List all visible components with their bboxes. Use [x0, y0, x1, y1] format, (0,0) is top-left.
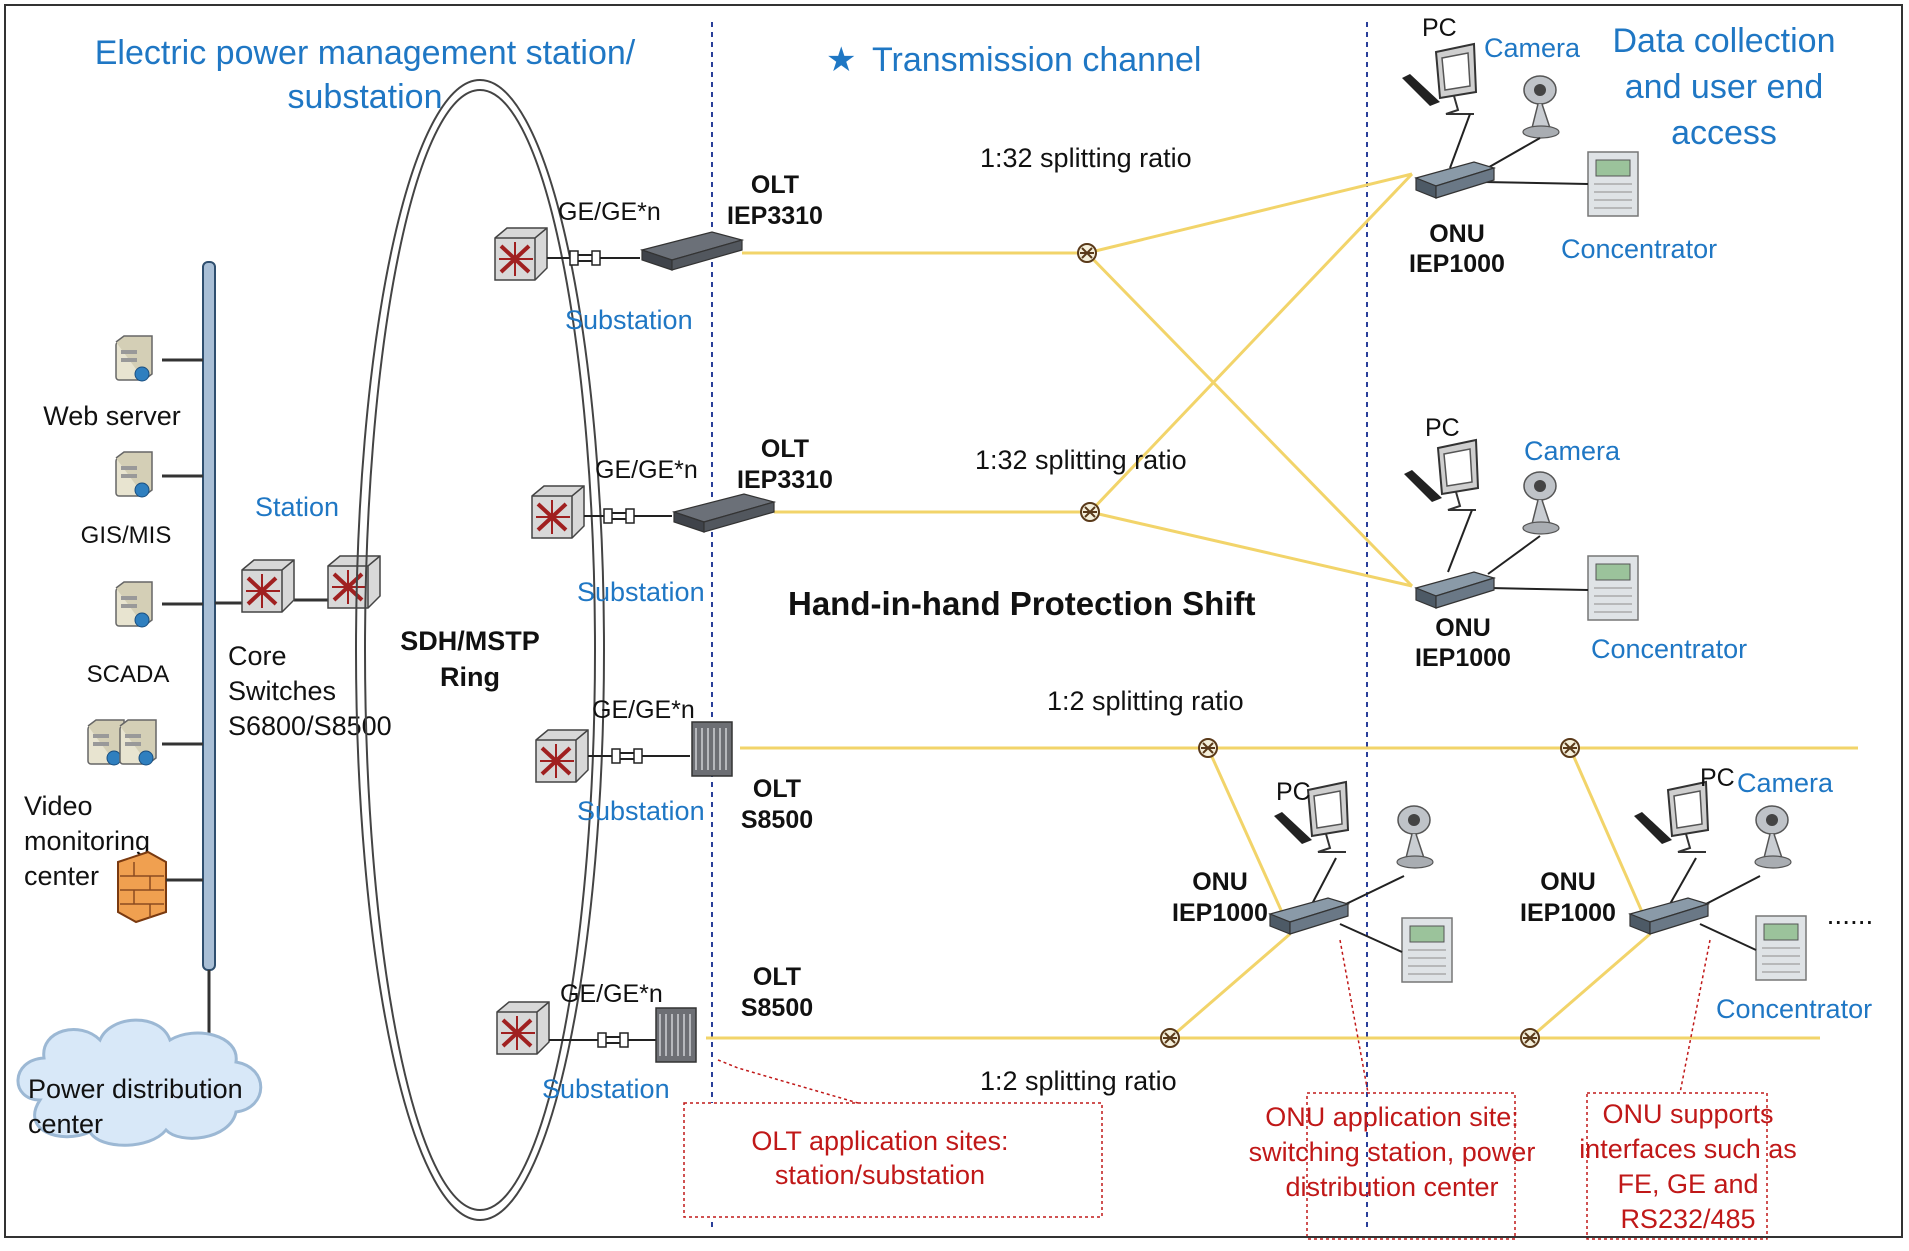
- olt-label-3-line2: S8500: [741, 806, 813, 834]
- camera-label: Camera: [1737, 768, 1834, 798]
- splitting-ratio-label: 1:2 splitting ratio: [1047, 686, 1244, 716]
- station-label: Station: [255, 492, 339, 522]
- olt-sites-callout: [683, 1059, 1103, 1218]
- left-title-line1: Electric power management station/: [95, 34, 636, 72]
- onu-label-line2: IEP1000: [1415, 644, 1511, 672]
- substation-label: Substation: [577, 796, 705, 826]
- firewall-icon: [117, 850, 167, 924]
- video-center-line1: Video: [24, 791, 93, 821]
- substation-label: Substation: [577, 577, 705, 607]
- olt-label-3-line1: OLT: [753, 775, 801, 803]
- video-center-line2: monitoring: [24, 826, 150, 856]
- onu-sites-callout: [1306, 939, 1516, 1240]
- onu-sites-line2: switching station, power: [1249, 1137, 1536, 1167]
- splitting-ratio-label: 1:2 splitting ratio: [980, 1066, 1177, 1096]
- olt-label-2-line1: OLT: [761, 435, 809, 463]
- camera-label: Camera: [1524, 436, 1621, 466]
- pc-label: PC: [1276, 778, 1311, 806]
- onu-label-line2: IEP1000: [1520, 899, 1616, 927]
- olt-label-2-line2: IEP3310: [737, 466, 833, 494]
- onu-interfaces-line4: RS232/485: [1620, 1204, 1755, 1234]
- sdh-mstp-ring: [355, 79, 605, 1221]
- fiber-links: [706, 172, 1858, 1040]
- ge-label: GE/GE*n: [592, 696, 695, 724]
- video-center-line3: center: [24, 861, 99, 891]
- server-label-gis: GIS/MIS: [81, 522, 172, 549]
- onu-interfaces-line1: ONU supports: [1602, 1099, 1773, 1129]
- ring-label-line2: Ring: [440, 662, 500, 692]
- middle-title: Transmission channel: [872, 41, 1201, 79]
- onu-label-line1: ONU: [1540, 868, 1596, 896]
- pc-label: PC: [1422, 14, 1457, 42]
- olt-label-1-line1: OLT: [751, 171, 799, 199]
- ellipsis-more: ......: [1827, 899, 1874, 930]
- splitting-ratio-label: 1:32 splitting ratio: [980, 143, 1192, 173]
- ge-label: GE/GE*n: [558, 198, 661, 226]
- power-center-line1: Power distribution: [28, 1074, 243, 1104]
- diagram-frame: [4, 4, 1903, 1238]
- splitting-ratio-label: 1:32 splitting ratio: [975, 445, 1187, 475]
- pc-label: PC: [1700, 764, 1735, 792]
- olt-label-1-line2: IEP3310: [727, 202, 823, 230]
- onu-label-line1: ONU: [1429, 220, 1485, 248]
- protection-shift-label: Hand-in-hand Protection Shift: [788, 585, 1255, 622]
- onu-interfaces-callout: [1586, 939, 1768, 1240]
- onu-label-line1: ONU: [1435, 614, 1491, 642]
- onu-sites-line3: distribution center: [1285, 1172, 1498, 1202]
- concentrator-label: Concentrator: [1716, 994, 1872, 1024]
- onu-label-line2: IEP1000: [1172, 899, 1268, 927]
- olt-label-4-line2: S8500: [741, 994, 813, 1022]
- olt-sites-line2: station/substation: [775, 1160, 985, 1190]
- ge-label: GE/GE*n: [560, 980, 663, 1008]
- concentrator-label: Concentrator: [1591, 634, 1747, 664]
- cloud-icon: [16, 1018, 263, 1147]
- substation-label: Substation: [565, 305, 693, 335]
- olt-sites-line1: OLT application sites:: [751, 1126, 1008, 1156]
- right-title-line3: access: [1671, 114, 1777, 152]
- server-label-web: Web server: [43, 401, 181, 431]
- concentrator-label: Concentrator: [1561, 234, 1717, 264]
- onu-label-line1: ONU: [1192, 868, 1248, 896]
- ring-label-line1: SDH/MSTP: [400, 626, 540, 656]
- star-icon: ★: [826, 41, 856, 79]
- right-title-line1: Data collection: [1612, 22, 1835, 60]
- onu-interfaces-line2: interfaces such as: [1579, 1134, 1797, 1164]
- camera-label: Camera: [1484, 33, 1581, 63]
- onu-label-line2: IEP1000: [1409, 250, 1505, 278]
- core-switches-line2: Switches: [228, 676, 336, 706]
- olt-label-4-line1: OLT: [753, 963, 801, 991]
- onu-sites-line1: ONU application site:: [1265, 1102, 1519, 1132]
- power-center-line2: center: [28, 1109, 103, 1139]
- server-label-scada: SCADA: [87, 661, 170, 688]
- substation-label: Substation: [542, 1074, 670, 1104]
- core-switches-line3: S6800/S8500: [228, 711, 392, 741]
- onu-interfaces-line3: FE, GE and: [1617, 1169, 1758, 1199]
- right-title-line2: and user end: [1625, 68, 1824, 106]
- pc-label: PC: [1425, 414, 1460, 442]
- ge-label: GE/GE*n: [595, 456, 698, 484]
- core-switches-line1: Core: [228, 641, 287, 671]
- left-title-line2: substation: [288, 78, 443, 116]
